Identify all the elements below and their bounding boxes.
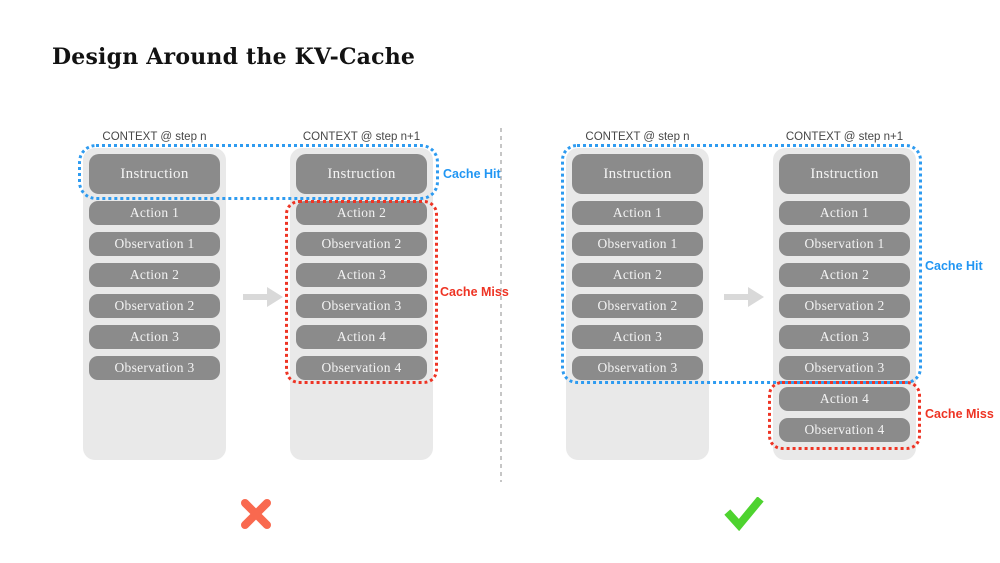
left-context-column-step-n: Instruction Action 1 Observation 1 Actio… <box>83 148 226 460</box>
context-box-observation: Observation 3 <box>89 356 220 380</box>
panel-divider <box>500 128 502 482</box>
left-step-n1-header: CONTEXT @ step n+1 <box>302 131 421 143</box>
context-box-observation: Observation 2 <box>296 232 427 256</box>
right-step-n-header: CONTEXT @ step n <box>585 131 690 143</box>
context-box-action: Action 4 <box>779 387 910 411</box>
check-icon <box>724 497 764 531</box>
context-box-action: Action 3 <box>296 263 427 287</box>
context-box-action: Action 3 <box>572 325 703 349</box>
context-box-action: Action 2 <box>779 263 910 287</box>
context-box-action: Action 3 <box>89 325 220 349</box>
context-box-observation: Observation 2 <box>89 294 220 318</box>
cache-hit-label: Cache Hit <box>443 167 501 181</box>
right-context-column-step-n: Instruction Action 1 Observation 1 Actio… <box>566 148 709 460</box>
context-box-observation: Observation 4 <box>296 356 427 380</box>
context-box-observation: Observation 2 <box>572 294 703 318</box>
context-box-instruction: Instruction <box>89 154 220 194</box>
context-box-observation: Observation 3 <box>296 294 427 318</box>
page-title: Design Around the KV-Cache <box>52 44 416 70</box>
right-context-column-step-n1: Instruction Action 1 Observation 1 Actio… <box>773 148 916 460</box>
context-box-action: Action 4 <box>296 325 427 349</box>
context-box-action: Action 2 <box>296 201 427 225</box>
context-box-action: Action 1 <box>572 201 703 225</box>
context-box-observation: Observation 1 <box>572 232 703 256</box>
context-box-action: Action 1 <box>779 201 910 225</box>
cache-hit-label: Cache Hit <box>925 259 983 273</box>
context-box-observation: Observation 3 <box>779 356 910 380</box>
left-step-n-header: CONTEXT @ step n <box>102 131 207 143</box>
context-box-observation: Observation 2 <box>779 294 910 318</box>
context-box-instruction: Instruction <box>572 154 703 194</box>
context-box-observation: Observation 4 <box>779 418 910 442</box>
right-step-n1-header: CONTEXT @ step n+1 <box>785 131 904 143</box>
arrow-icon <box>243 287 283 307</box>
cache-miss-label: Cache Miss <box>925 407 994 421</box>
left-context-column-step-n1: Instruction Action 2 Observation 2 Actio… <box>290 148 433 460</box>
context-box-action: Action 2 <box>89 263 220 287</box>
context-box-observation: Observation 3 <box>572 356 703 380</box>
context-box-observation: Observation 1 <box>89 232 220 256</box>
context-box-action: Action 2 <box>572 263 703 287</box>
cross-icon <box>241 499 271 529</box>
context-box-action: Action 3 <box>779 325 910 349</box>
context-box-instruction: Instruction <box>779 154 910 194</box>
context-box-action: Action 1 <box>89 201 220 225</box>
context-box-instruction: Instruction <box>296 154 427 194</box>
cache-miss-label: Cache Miss <box>440 285 509 299</box>
arrow-icon <box>724 287 764 307</box>
context-box-observation: Observation 1 <box>779 232 910 256</box>
